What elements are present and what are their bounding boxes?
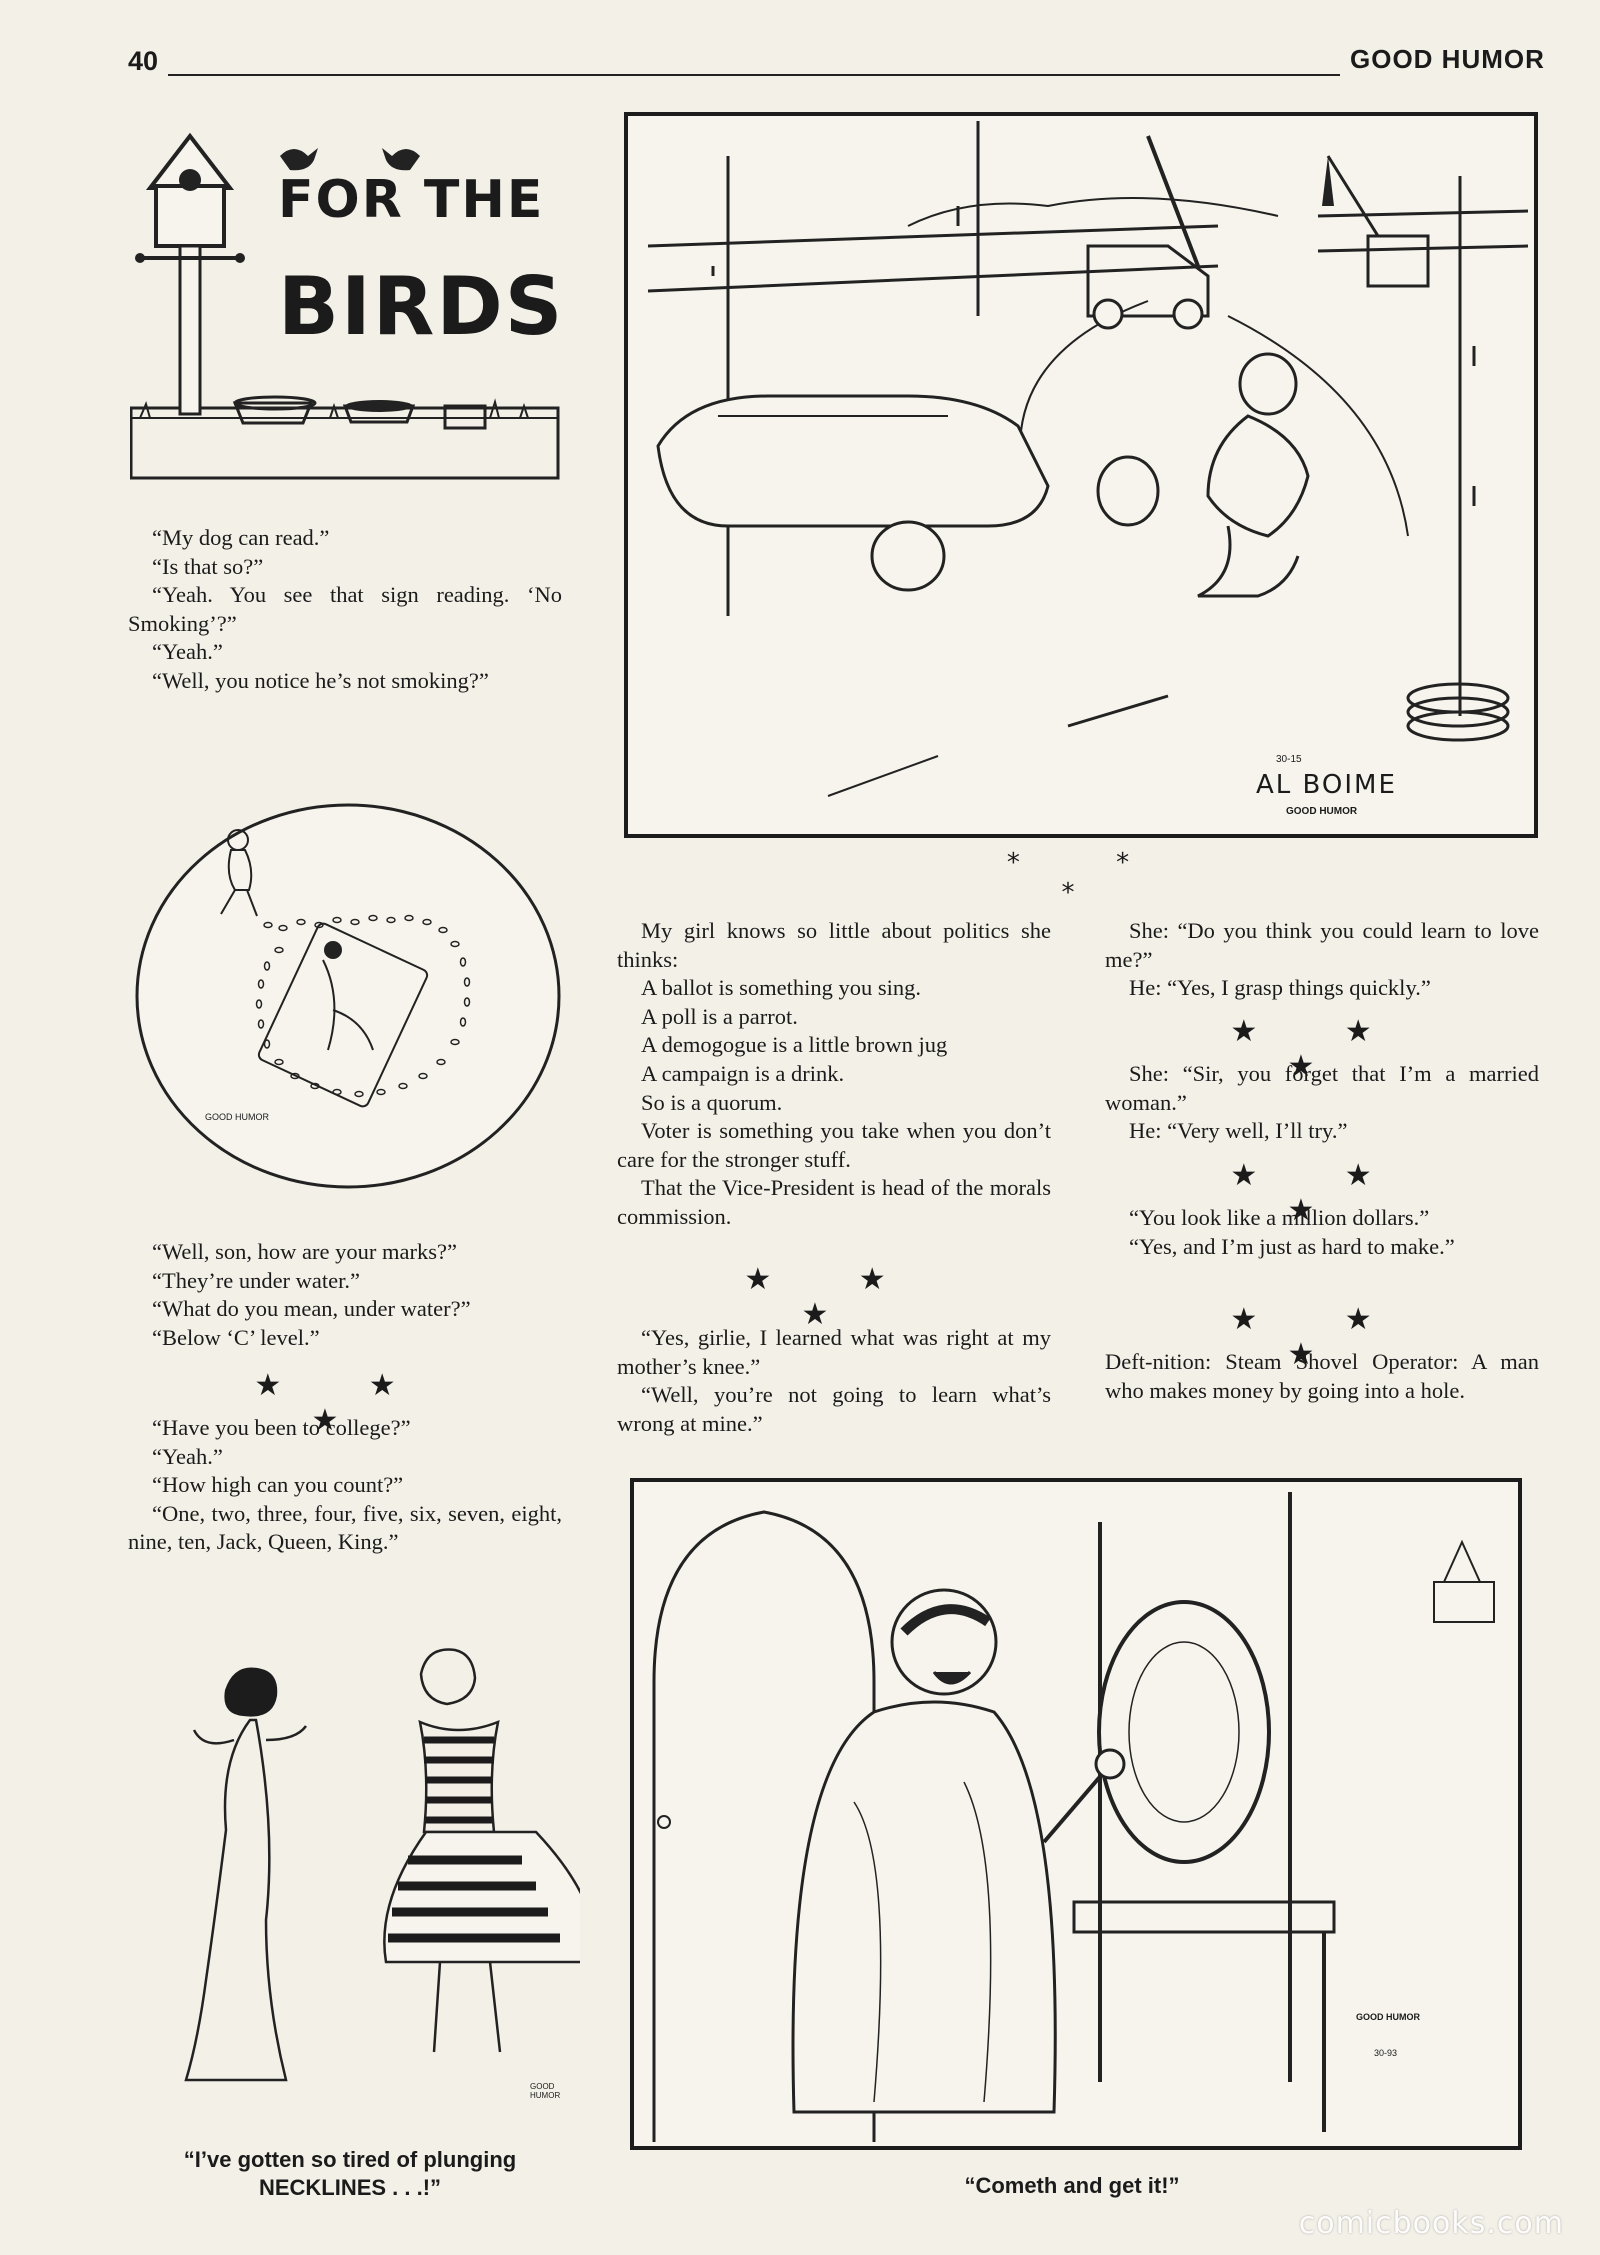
joke-line: He: “Yes, I grasp things quickly.” (1129, 975, 1431, 1001)
caption-line: NECKLINES . . .!” (258, 2175, 442, 2200)
monk-credit: GOOD HUMOR (1356, 2012, 1420, 2022)
star-separator: ★ ★ ★ (254, 1369, 436, 1437)
magazine-title: GOOD HUMOR (1350, 44, 1545, 74)
monk-caption: “Cometh and get it!” (964, 2173, 1180, 2198)
monk-cartoon-panel: GOOD HUMOR 30-93 (630, 1478, 1522, 2150)
joke-knee: “Yes, girlie, I learned what was right a… (617, 1324, 1051, 1438)
joke-line: A demogogue is a little brown jug (641, 1032, 948, 1058)
necklines-caption: “I’ve gotten so tired of plunging NECKLI… (120, 2146, 580, 2202)
logo-title-line2: BIRDS (278, 260, 565, 353)
joke-line: A ballot is something you sing. (641, 975, 922, 1001)
joke-line: A poll is a parrot. (641, 1003, 798, 1029)
page-number: 40 (128, 46, 159, 76)
beach-cartoon: GOOD HUMOR (133, 800, 563, 1192)
joke-politics: My girl knows so little about politics s… (617, 917, 1051, 1232)
joke-million: “You look like a million dollars.” “Yes,… (1105, 1204, 1539, 1261)
joke-line: “You look like a million dollars.” (1129, 1205, 1430, 1230)
watermark: comicbooks.com (1298, 2206, 1564, 2241)
caption-line: “I’ve gotten so tired of plunging (183, 2147, 517, 2172)
joke-line: She: “Sir, you forget that I’m a married… (1105, 1061, 1539, 1115)
joke-line: Voter is something you take when you don… (617, 1118, 1051, 1172)
joke-line: “Well, you notice he’s not smoking?” (152, 667, 489, 693)
logo-title-line1: FOR THE (278, 170, 545, 230)
joke-college: “Have you been to college?” “Yeah.” “How… (128, 1414, 562, 1557)
joke-line: “Yeah. You see that sign reading. ‘No Sm… (128, 582, 562, 636)
joke-line: My girl knows so little about politics s… (617, 918, 1051, 972)
car-cartoon-panel: 30-15 AL BOIME GOOD HUMOR (624, 112, 1538, 838)
joke-deftnition: Deft-nition: Steam Shovel Operator: A ma… (1105, 1348, 1539, 1405)
joke-line: She: “Do you think you could learn to lo… (1105, 918, 1539, 972)
joke-line: “Have you been to college?” (152, 1415, 411, 1440)
joke-line: “Below ‘C’ level.” (152, 1324, 320, 1350)
joke-line: “My dog can read.” (152, 525, 330, 550)
joke-line: “They’re under water.” (152, 1267, 361, 1293)
joke-line: “One, two, three, four, five, six, seven… (128, 1500, 562, 1555)
joke-line: “What do you mean, under water?” (152, 1296, 471, 1322)
for-the-birds-logo: FOR THE BIRDS (130, 128, 562, 480)
joke-line: “Yeah.” (152, 1443, 223, 1469)
joke-married: She: “Sir, you forget that I’m a married… (1105, 1060, 1539, 1146)
header-rule (168, 74, 1340, 76)
star-separator: ★ ★ ★ (1230, 1015, 1412, 1083)
joke-line: A campaign is a drink. (641, 1060, 845, 1086)
star-separator: ★ ★ ★ (1230, 1159, 1412, 1227)
star-separator: ★ ★ ★ (1230, 1303, 1412, 1371)
monk-code: 30-93 (1374, 2048, 1398, 2058)
star-separator: ★ ★ ★ (744, 1263, 926, 1331)
car-cartoon-code: 30-15 (1276, 754, 1302, 765)
beach-credit: GOOD HUMOR (205, 1112, 269, 1122)
car-cartoon-signature: AL BOIME (1256, 770, 1397, 800)
joke-marks: “Well, son, how are your marks?” “They’r… (128, 1238, 562, 1352)
joke-line: “Yes, girlie, I learned what was right a… (617, 1325, 1051, 1379)
joke-line: “Is that so?” (152, 553, 264, 579)
joke-line: Deft-nition: Steam Shovel Operator: A ma… (1105, 1349, 1539, 1403)
asterisk-separator: * * * (1006, 848, 1174, 908)
joke-learn: She: “Do you think you could learn to lo… (1105, 917, 1539, 1003)
car-cartoon-credit: GOOD HUMOR (1286, 806, 1358, 817)
joke-line: “Well, you’re not going to learn what’s … (617, 1382, 1051, 1436)
joke-line: “Yes, and I’m just as hard to make.” (1129, 1233, 1455, 1259)
joke-line: That the Vice-President is head of the m… (617, 1175, 1051, 1229)
joke-line: “Well, son, how are your marks?” (152, 1239, 457, 1264)
necklines-credit: GOOD HUMOR (530, 2082, 561, 2100)
joke-line: “Yeah.” (152, 639, 223, 665)
joke-dog: “My dog can read.” “Is that so?” “Yeah. … (128, 524, 562, 696)
necklines-cartoon: GOOD HUMOR (170, 1630, 580, 2100)
joke-line: He: “Very well, I’ll try.” (1129, 1118, 1348, 1144)
joke-line: “How high can you count?” (152, 1472, 404, 1498)
joke-line: So is a quorum. (641, 1089, 783, 1115)
